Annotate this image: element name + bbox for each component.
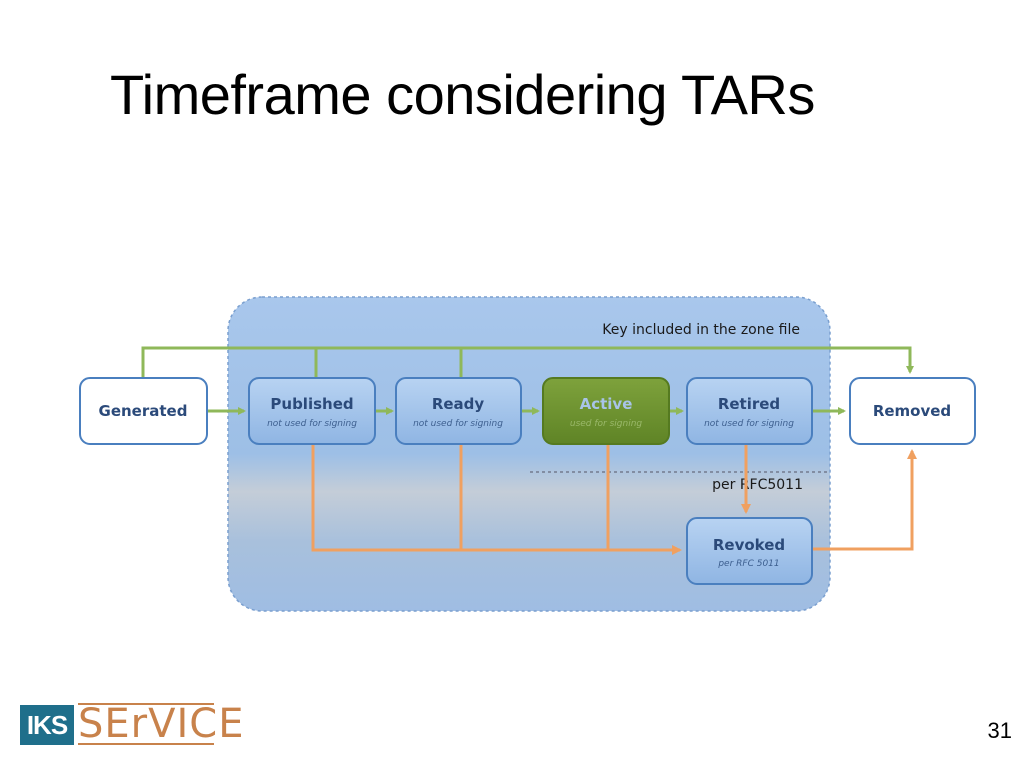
state-revoked: Revoked per RFC 5011 (686, 517, 813, 585)
state-retired-title: Retired (718, 395, 780, 413)
state-published: Published not used for signing (248, 377, 376, 445)
logo-top-rule (78, 703, 214, 705)
logo-service-text: SErVICE (78, 701, 245, 747)
zone-region (227, 296, 831, 612)
logo-iks-block: IKS (20, 705, 74, 745)
page-title: Timeframe considering TARs (110, 63, 815, 126)
state-retired-subtitle: not used for signing (704, 419, 794, 429)
state-active-title: Active (580, 395, 633, 413)
orange-revoke-arrows (311, 444, 917, 555)
state-generated: Generated (79, 377, 208, 445)
state-retired: Retired not used for signing (686, 377, 813, 445)
state-published-title: Published (270, 395, 353, 413)
state-revoked-subtitle: per RFC 5011 (717, 559, 779, 569)
state-revoked-title: Revoked (713, 536, 785, 554)
page-number: 31 (987, 718, 1012, 743)
rfc-label: per RFC5011 (712, 477, 803, 493)
green-bypass-arrows (141, 346, 914, 378)
state-removed: Removed (849, 377, 976, 445)
state-ready-title: Ready (432, 395, 485, 413)
state-published-subtitle: not used for signing (267, 419, 357, 429)
state-active-subtitle: used for signing (570, 419, 643, 429)
zone-label: Key included in the zone file (602, 322, 800, 338)
state-active: Active used for signing (542, 377, 670, 445)
iks-service-logo: IKS SErVICE (20, 695, 243, 755)
state-ready-subtitle: not used for signing (413, 419, 503, 429)
state-ready: Ready not used for signing (395, 377, 522, 445)
state-generated-title: Generated (99, 402, 188, 420)
state-removed-title: Removed (873, 402, 951, 420)
logo-bottom-rule (78, 743, 214, 745)
